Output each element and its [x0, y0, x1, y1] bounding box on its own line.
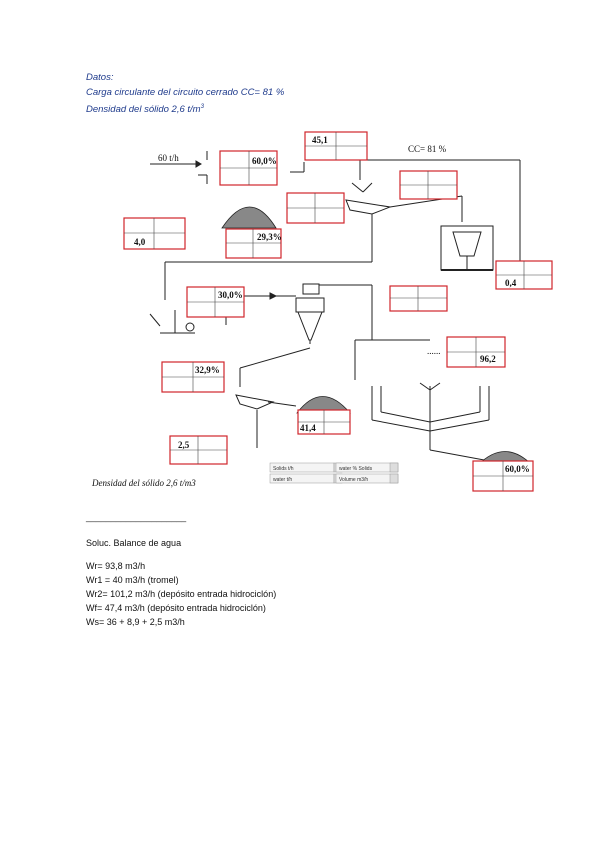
dots-label: ......: [427, 346, 441, 356]
thickener-floor-right: [429, 419, 490, 432]
selector-volume-text: Volume m3/h: [339, 477, 368, 483]
selector-water-pct-dropdown[interactable]: [389, 462, 399, 473]
selector-water-pct-text: water % Solids: [339, 466, 373, 472]
feed-arrow-icon: [195, 160, 202, 168]
datos-density: Densidad del sólido 2,6 t/m3: [86, 100, 284, 117]
val-04: 0,4: [505, 278, 517, 288]
section-divider: ____________________: [86, 512, 187, 522]
screen-chute-2: [362, 182, 373, 193]
val-293: 29,3%: [257, 232, 282, 242]
box-293: [225, 228, 282, 259]
selector-water-text: water t/h: [273, 477, 292, 483]
solution-line: Wr= 93,8 m3/h: [86, 561, 146, 571]
thickener-rake-right: [429, 411, 481, 423]
screen-chute-1: [351, 182, 364, 193]
solution-line: Wr2= 101,2 m3/h (depósito entrada hidroc…: [86, 589, 277, 599]
selector-solids-text: Solids t/h: [273, 466, 294, 472]
unit-selector: Solids t/h water % Solids water t/h Volu…: [269, 462, 399, 484]
box-empty-mid: [389, 285, 448, 312]
flow-arrow-icon: [269, 292, 278, 300]
pump-icon: [185, 322, 195, 332]
cyclone-overflow-pipe: [302, 283, 320, 295]
crusher-cone: [452, 231, 482, 257]
solution-section: Soluc. Balance de agua Wr= 93,8 m3/h Wr1…: [86, 536, 276, 629]
val-40: 4,0: [134, 237, 146, 247]
val-600-top: 60,0%: [252, 156, 277, 166]
sump-wall-left: [149, 313, 161, 327]
val-329: 32,9%: [195, 365, 220, 375]
datos-density-exp: 3: [200, 104, 204, 110]
dewatering-screen-icon: [235, 394, 275, 410]
hydrocyclone-icon: [295, 297, 325, 313]
stockpile-top-icon: [221, 206, 277, 229]
val-451: 45,1: [312, 135, 328, 145]
solution-heading: Soluc. Balance de agua: [86, 538, 182, 548]
solution-line: Wr1 = 40 m3/h (tromel): [86, 575, 179, 585]
stockpile-top: [221, 206, 277, 229]
datos-circulating-load: Carga circulante del circuito cerrado CC…: [86, 87, 285, 98]
datos-title: Datos:: [86, 72, 114, 83]
dewatering-screen-out: [267, 401, 297, 407]
datos-density-text: Densidad del sólido 2,6 t/m: [86, 104, 201, 116]
datos-section: Datos: Carga circulante del circuito cer…: [86, 70, 284, 117]
solution-line: Wf= 47,4 m3/h (depósito entrada hidrocic…: [86, 603, 266, 613]
thickener-rake-left: [380, 411, 431, 423]
thickener-floor-left: [371, 419, 431, 432]
selector-volume-dropdown[interactable]: [389, 473, 399, 484]
flow-diagram: 60 t/h CC= 81 % 60,0% 45,1 4,0 29,3% 0,4…: [91, 131, 553, 492]
box-40: [123, 217, 186, 250]
val-414: 41,4: [300, 423, 316, 433]
val-25: 2,5: [178, 440, 190, 450]
underflow-line: [239, 347, 311, 369]
val-600-bottom: 60,0%: [505, 464, 530, 474]
cc-label: CC= 81 %: [408, 144, 447, 154]
thickener-drive-2: [429, 382, 441, 391]
thickener-drive-1: [419, 382, 431, 391]
feed-label: 60 t/h: [158, 153, 179, 163]
hydrocyclone-cone: [297, 311, 323, 341]
vibrating-screen-top-icon: [345, 199, 392, 215]
density-caption: Densidad del sólido 2,6 t/m3: [91, 478, 196, 488]
val-300: 30,0%: [218, 290, 243, 300]
val-962: 96,2: [480, 354, 496, 364]
solution-line: Ws= 36 + 8,9 + 2,5 m3/h: [86, 617, 185, 627]
